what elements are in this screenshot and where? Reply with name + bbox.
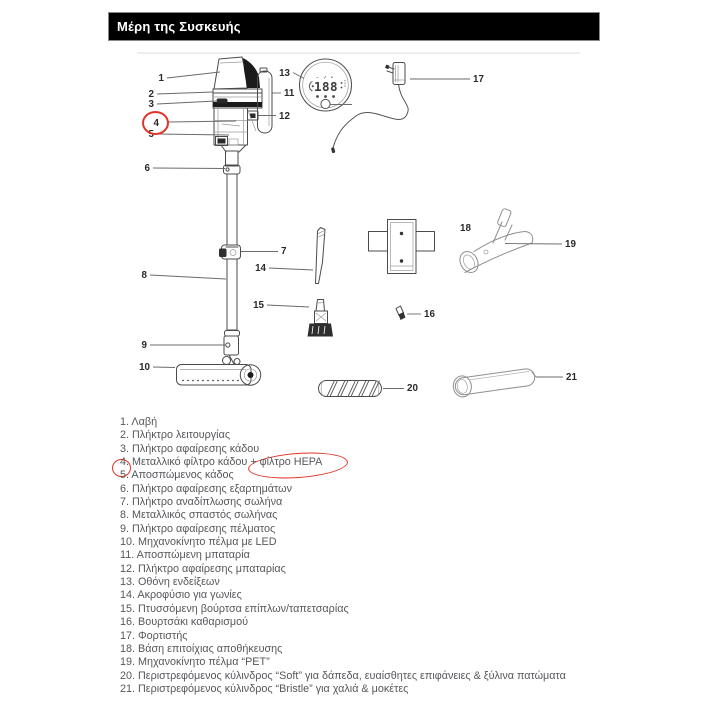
callout-10: 10 <box>139 362 150 373</box>
callout-1: 1 <box>159 73 165 84</box>
part-item-13: 13. Οθόνη ενδείξεων <box>120 576 220 589</box>
display-icon-battery <box>309 81 313 92</box>
trigger-shape <box>243 58 260 88</box>
parts-list: 1. Λαβή 2. Πλήκτρο λειτουργίας 3. Πλήκτρ… <box>120 416 620 696</box>
callout-3: 3 <box>149 99 155 110</box>
display-button <box>320 98 331 110</box>
callout-21: 21 <box>566 372 577 383</box>
part-item-6: 6. Πλήκτρο αφαίρεσης εξαρτημάτων <box>120 482 292 495</box>
section-header: Μέρη της Συσκευής <box>108 12 600 41</box>
callout-20: 20 <box>407 383 418 394</box>
callout-11: 11 <box>284 88 295 99</box>
annotation-circle-diagram-4 <box>142 111 169 135</box>
part-item-7: 7. Πλήκτρο αναδίπλωσης σωλήνα <box>120 496 283 509</box>
callout-17: 17 <box>473 74 484 85</box>
callout-19: 19 <box>565 239 576 250</box>
part-item-16: 16. Βουρτσάκι καθαρισμού <box>120 616 249 629</box>
display-icon-minus: − <box>316 75 319 81</box>
callout-16: 16 <box>424 309 435 320</box>
callout-15: 15 <box>253 300 264 311</box>
part-item-3: 3. Πλήκτρο αφαίρεσης κάδου <box>120 442 260 455</box>
part-item-20: 20. Περιστρεφόμενος κύλινδρος “Soft” για… <box>120 669 566 682</box>
crevice-tool-illustration <box>315 227 326 284</box>
callout-numbers: 1 2 3 4 5 6 7 8 9 10 11 12 13 14 15 16 1… <box>139 68 577 394</box>
battery-shape <box>257 70 273 134</box>
annotation-circle-list-4 <box>111 459 131 477</box>
display-icon-check: ✓ <box>323 75 327 81</box>
pet-nozzle-illustration <box>459 208 534 274</box>
cleaning-brush-illustration <box>395 305 406 320</box>
callout-18: 18 <box>460 223 471 234</box>
part-item-10: 10. Μηχανοκίνητο πέλμα με LED <box>120 536 277 549</box>
part-item-2: 2. Πλήκτρο λειτουργίας <box>120 429 231 442</box>
upholstery-brush-illustration <box>307 299 333 337</box>
charger-illustration <box>331 62 409 154</box>
part-item-4: 4. Μεταλλικό φίλτρο κάδου + φίλτρο HEPA <box>120 456 323 469</box>
part-item-18: 18. Βάση επιτοίχιας αποθήκευσης <box>120 642 283 655</box>
part-item-19: 19. Μηχανοκίνητο πέλμα “PET” <box>120 656 270 669</box>
part-item-5: 5. Αποσπώμενος κάδος <box>120 469 234 482</box>
part-item-11: 11. Αποσπώμενη μπαταρία <box>120 549 250 562</box>
part-item-12: 12. Πλήκτρο αφαίρεσης μπαταρίας <box>120 562 286 575</box>
display-digits: 188 <box>314 79 338 94</box>
wall-mount-illustration <box>368 219 435 274</box>
part-item-14: 14. Ακροφύσιο για γωνίες <box>120 589 242 602</box>
soft-roller-illustration <box>318 380 382 397</box>
callout-2: 2 <box>149 89 155 100</box>
display-icon-dot: • <box>331 75 333 81</box>
callout-7: 7 <box>281 246 287 257</box>
callout-14: 14 <box>255 263 266 274</box>
callout-9: 9 <box>142 340 148 351</box>
charger-cable <box>334 84 409 144</box>
part-item-9: 9. Πλήκτρο αφαίρεσης πέλματος <box>120 522 276 535</box>
vacuum-body-illustration <box>176 56 273 386</box>
part-item-17: 17. Φορτιστής <box>120 629 188 642</box>
callout-8: 8 <box>142 270 148 281</box>
part-item-21: 21. Περιστρεφόμενος κύλινδρος “Bristle” … <box>120 682 409 695</box>
callout-6: 6 <box>145 163 151 174</box>
part-item-15: 15. Πτυσσόμενη βούρτσα επίπλων/ταπετσαρί… <box>120 602 349 615</box>
part-item-8: 8. Μεταλλικός σπαστός σωλήνας <box>120 509 278 522</box>
bin-release-button-shape <box>216 98 228 104</box>
bristle-roller-illustration <box>452 368 537 398</box>
page-title: Μέρη της Συσκευής <box>117 19 241 34</box>
display-unit-illustration: 188 − ✓ • <box>298 58 353 112</box>
callout-13: 13 <box>279 68 290 79</box>
callout-12: 12 <box>279 111 290 122</box>
callout-leaders <box>149 71 563 389</box>
part-item-1: 1. Λαβή <box>120 416 158 428</box>
